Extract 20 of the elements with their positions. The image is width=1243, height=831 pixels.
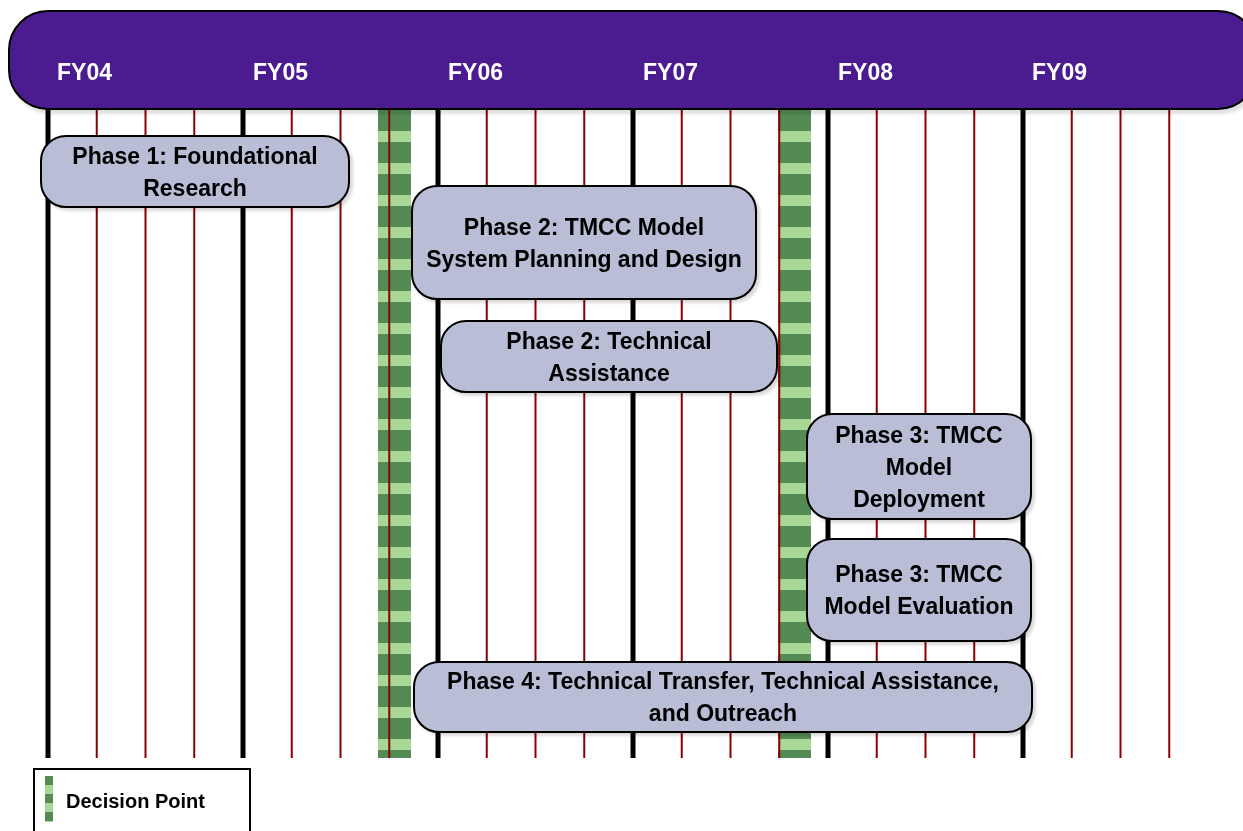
phase-box — [440, 320, 778, 393]
phase-box — [806, 413, 1032, 520]
phase-box — [806, 538, 1032, 642]
phase-label: Phase 2: TMCC Model System Planning and Design — [425, 212, 743, 274]
phase-box — [413, 661, 1033, 733]
phase-label: Phase 4: Technical Transfer, Technical Assistance, and Outreach — [446, 667, 1000, 728]
fiscal-year-label: FY07 — [643, 58, 698, 87]
timeline-header-band — [8, 10, 1243, 110]
fiscal-year-label: FY09 — [1032, 58, 1087, 87]
fiscal-year-label: FY04 — [57, 58, 112, 87]
phase-label: Phase 3: TMCC Model Evaluation — [823, 560, 1015, 621]
fiscal-year-label: FY08 — [838, 58, 893, 87]
phase-box — [40, 135, 350, 208]
phase-box — [411, 185, 757, 300]
phase-label: Phase 1: Foundational Research — [71, 141, 319, 203]
legend-label: Decision Point — [66, 790, 205, 813]
phase-label: Phase 2: Technical Assistance — [505, 326, 713, 388]
fiscal-year-label: FY05 — [253, 58, 308, 87]
phase-label: Phase 3: TMCC Model Deployment — [834, 420, 1004, 514]
fiscal-year-label: FY06 — [448, 58, 503, 87]
